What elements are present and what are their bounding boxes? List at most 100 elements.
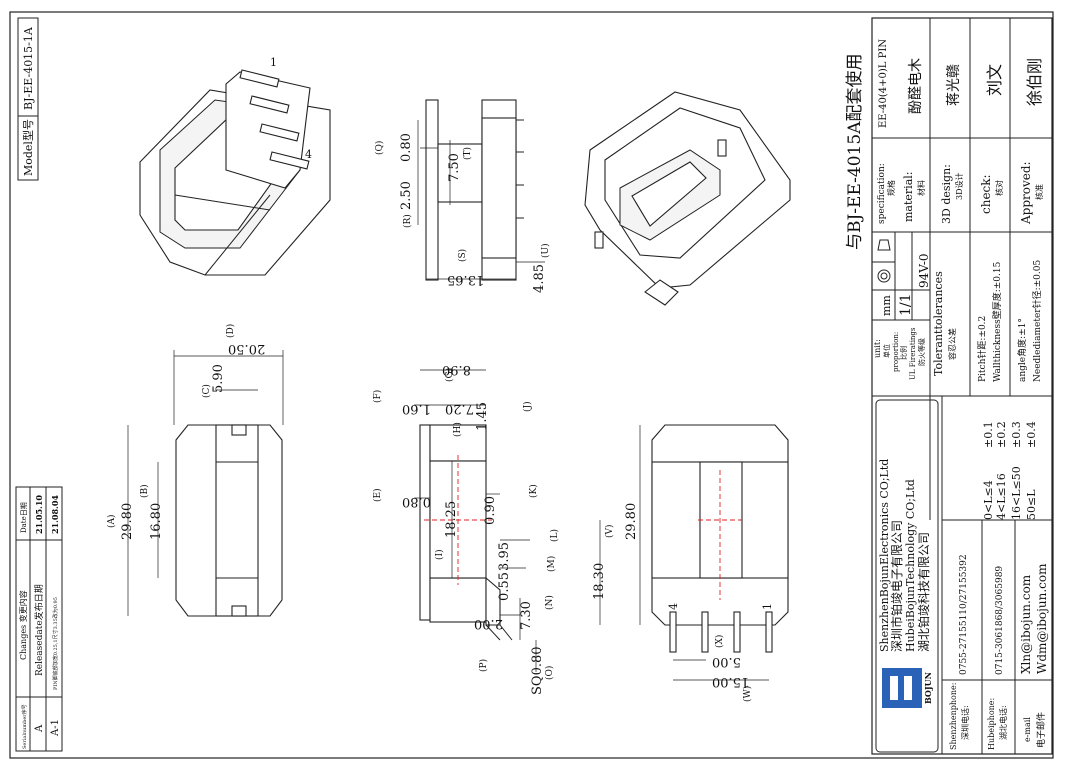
bottom-pin-4-label: 4	[667, 603, 680, 610]
dim-r-letter: (R)	[402, 214, 413, 228]
tol-angle: angle角度:±1°	[1016, 318, 1028, 382]
dim-j-letter: (J)	[522, 401, 533, 412]
ul-value: 94V-0	[917, 253, 931, 288]
dim-v-inner-value: 18.30	[592, 563, 607, 600]
model-value: BJ-EE-4015-1A	[22, 26, 35, 110]
dim-j-value: 1.45	[475, 402, 490, 431]
design-cn: 3D设计	[954, 172, 964, 200]
dim-g-value: 8.90	[442, 362, 471, 377]
dim-o-letter: (O)	[544, 666, 555, 680]
dim-p-letter: (P)	[478, 659, 489, 672]
logo-text: BOJUN	[923, 672, 933, 704]
proportion-label: proportion:	[892, 332, 900, 372]
design-label: 3D design:	[940, 164, 953, 224]
iso-view-bobbin-window	[584, 91, 791, 306]
projection-symbol-icon	[877, 269, 891, 283]
dim-v-letter: (V)	[604, 524, 615, 538]
company-en-1: ShenzhenBojunElectronics CO;Ltd	[878, 459, 891, 652]
proportion-value: 1/1	[898, 293, 914, 316]
changes-header-changes: Changes 变更内容	[18, 590, 28, 660]
tol-title: Toleranttolerances	[932, 271, 945, 376]
tol-row-2-range: 4<L≤16	[995, 473, 1008, 520]
hb-phone-cn: 湖北电话:	[998, 705, 1008, 740]
bottom-view: 4 1 29.80 5.00 (X) 15.00 (W)	[624, 424, 789, 702]
model-box: Model型号 BJ-EE-4015-1A	[17, 17, 39, 181]
check-value: 刘文	[985, 64, 1004, 96]
spec-value: EE-40(4+0)L PIN	[878, 39, 889, 128]
dim-g-letter: (G)	[444, 368, 455, 382]
dim-l-letter: (L)	[549, 529, 560, 542]
dim-e-value: 0.80	[402, 494, 431, 509]
dim-f-letter: (F)	[372, 390, 383, 403]
dim-q-value: 0.80	[399, 133, 414, 162]
dim-b-value: 16.80	[149, 503, 164, 540]
bottom-pin-1-label: 1	[761, 603, 774, 610]
check-cn: 核对	[994, 180, 1004, 196]
company-cn-2: 湖北铂竣科技有限公司	[916, 532, 931, 652]
dim-d-value: 20.50	[228, 341, 265, 356]
dim-u-value: 4.85	[532, 264, 547, 293]
unit-cn: 单位	[882, 344, 891, 358]
tol-row-4-value: ±0.4	[1025, 421, 1038, 448]
email-cn: 电子邮件	[1035, 712, 1047, 748]
hb-phone-label: Hubeiphone:	[987, 698, 996, 750]
email-1: Xln@ibojun.com	[1019, 574, 1033, 674]
dim-v-value: 29.80	[624, 503, 639, 540]
tol-row-4-range: 50≤L	[1025, 489, 1038, 520]
tol-needle: Needlediameter针径:±0.05	[1031, 260, 1043, 382]
company-en-2: HubeiBojunTechnology CO;Ltd	[904, 479, 917, 652]
dim-u-letter: (U)	[540, 243, 551, 258]
dim-k-letter: (K)	[528, 484, 539, 498]
tol-row-3-range: 16<L≤50	[1010, 466, 1023, 520]
check-label: check:	[979, 174, 993, 214]
dim-i-letter: (I)	[434, 549, 445, 560]
sz-phone-label: Shenzhenphone:	[949, 683, 958, 750]
unit-label: unit:	[873, 339, 882, 358]
dim-e-letter: (E)	[372, 488, 383, 502]
unit-value: mm	[880, 295, 893, 316]
approved-value: 徐伯刚	[1025, 58, 1044, 106]
material-cn: 材料	[916, 180, 926, 196]
changes-row1-change: Releasedate发布日期	[33, 584, 45, 676]
dim-t-value: 7.50	[447, 153, 462, 182]
iso-pin-4-label: 4	[305, 148, 312, 161]
spec-cn: 规格	[886, 180, 896, 196]
email-2: Wdm@ibojun.com	[1035, 563, 1049, 674]
ul-cn: 防火等级	[917, 338, 926, 366]
design-value: 蒋光赣	[946, 64, 962, 106]
approved-label: Approved:	[1019, 161, 1033, 225]
company-cn-1: 深圳市铂竣电子有限公司	[889, 520, 904, 652]
tol-cn: 容忍公差	[947, 328, 957, 360]
email-label: e-mail	[1023, 717, 1032, 742]
dim-r-value: 2.50	[399, 181, 414, 210]
changes-header-serial: Serialnumber序号	[21, 704, 28, 749]
spec-label: specification:	[877, 163, 887, 224]
dim-m-value: 0.55	[497, 572, 512, 601]
tol-pitch: Pitch针距:±0.2	[976, 316, 988, 382]
iso-view-bobbin-pins: 1 4	[139, 56, 331, 276]
changes-row1-serial: A	[34, 724, 45, 733]
side-note: 与BJ-EE-4015A配套使用	[844, 54, 865, 250]
dim-x-value: 5.00	[712, 654, 741, 669]
tol-row-1-value: ±0.1	[982, 421, 995, 448]
sheet-border	[9, 11, 1054, 759]
dim-f-value: 1.60	[402, 401, 431, 416]
dim-l-value: 3.95	[497, 542, 512, 571]
front-view: 20.50 (D) 5.90 (C) 29.80 (A) 16.80 (B)	[106, 324, 284, 617]
dim-h-letter: (H)	[452, 422, 463, 437]
projection-cone-icon	[877, 239, 891, 251]
dim-c-letter: (C)	[201, 384, 212, 398]
material-label: material:	[902, 172, 915, 222]
changes-row1-date: 21.05.10	[34, 495, 44, 534]
model-label: Model型号	[21, 119, 35, 176]
dim-c-value: 5.90	[211, 364, 226, 393]
side-view-top: 0.80 (Q) 2.50 (R) 7.50 (T) 13.65 (S) 4.8…	[374, 99, 551, 293]
title-block: EE-40(4+0)L PIN 酚醛电木 蒋光赣 刘文 徐伯刚 specific…	[871, 17, 1053, 755]
dim-b-letter: (B)	[139, 484, 150, 498]
iso-pin-1-label: 1	[270, 56, 277, 69]
changes-row2-date: 21.08.04	[50, 495, 60, 534]
dim-a-letter: (A)	[106, 514, 117, 528]
dim-t-letter: (T)	[462, 147, 473, 160]
tol-row-2-value: ±0.2	[995, 421, 1008, 448]
